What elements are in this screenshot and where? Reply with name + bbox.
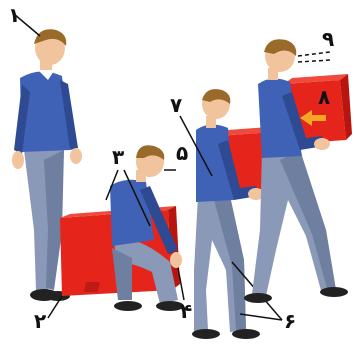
label-9: ۹ bbox=[322, 27, 334, 51]
label-5: ۵ bbox=[176, 141, 188, 165]
pointer-6b bbox=[240, 314, 282, 320]
label-2: ۲ bbox=[34, 309, 46, 333]
label-3: ۳ bbox=[112, 145, 124, 169]
label-7: ۷ bbox=[170, 93, 182, 117]
label-4: ۴ bbox=[180, 299, 192, 323]
label-8: ۸ bbox=[318, 85, 330, 109]
line-of-sight bbox=[298, 52, 330, 62]
label-6: ۶ bbox=[284, 309, 296, 333]
